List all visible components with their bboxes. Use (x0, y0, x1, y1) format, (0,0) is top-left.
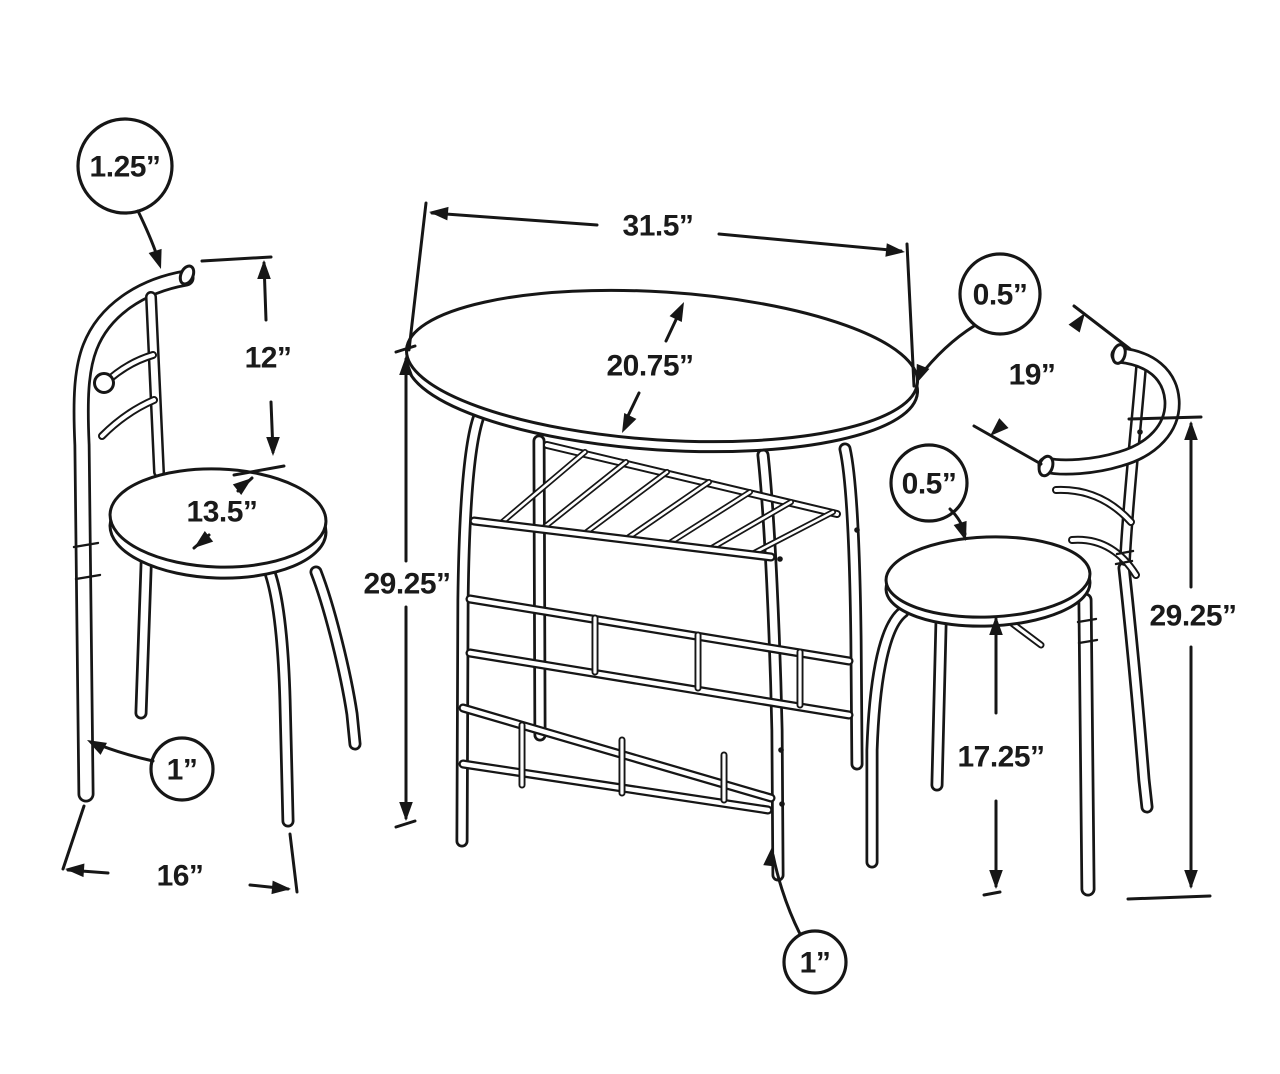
dim-table-leg-tube: 1” (763, 846, 848, 995)
table-bottom-rack (463, 708, 771, 810)
label-seat-diameter: 13.5” (187, 496, 258, 529)
callout-bubble (889, 443, 969, 523)
label-leg-tube-diameter: 1” (167, 754, 198, 787)
leader-line (771, 853, 802, 936)
label-seat-height: 17.25” (957, 741, 1044, 774)
dim-left-chair-frame-tube: 1.25” (76, 117, 174, 272)
label-right-chair-height: 29.25” (1149, 600, 1236, 633)
backrest-tube-cap-top (1111, 343, 1127, 365)
callout-bubble (149, 736, 215, 802)
dim-left-chair-seat-diameter: 13.5” (187, 472, 258, 554)
dim-right-chair-back-width: 19” (972, 304, 1132, 466)
label-top-depth: 20.75” (606, 350, 693, 383)
dim-left-chair-base-width: 16” (61, 804, 299, 896)
left-chair-drawing (74, 264, 355, 821)
dim-table-top-length: 31.5” (407, 201, 916, 388)
callout-bubble (782, 929, 848, 995)
callout-bubble (958, 252, 1042, 336)
right-chair-drawing (872, 343, 1172, 889)
dim-right-chair-height: 29.25” (1126, 415, 1237, 901)
label-seat-thickness: 0.5” (902, 468, 957, 501)
backrest-knob (93, 372, 115, 394)
dim-left-chair-back-height: 12” (200, 255, 292, 477)
table-mid-rack (470, 599, 849, 715)
dim-right-chair-seat-thickness: 0.5” (889, 443, 973, 544)
dim-table-top-thickness: 0.5” (909, 252, 1042, 387)
label-base-width: 16” (157, 860, 204, 893)
label-table-height: 29.25” (363, 568, 450, 601)
label-table-leg-tube: 1” (800, 947, 831, 980)
dim-right-chair-seat-height: 17.25” (957, 616, 1045, 897)
label-top-thickness: 0.5” (973, 279, 1028, 312)
table-wine-shelf (474, 445, 837, 557)
dim-table-height: 29.25” (363, 344, 451, 829)
label-back-width: 19” (1009, 359, 1056, 392)
dim-table-top-depth: 20.75” (606, 299, 694, 436)
callout-bubble (76, 117, 174, 215)
backrest-tube-cap (178, 264, 196, 286)
label-back-height: 12” (245, 342, 292, 375)
right-chair-seat (884, 535, 1092, 619)
label-frame-tube-diameter: 1.25” (90, 151, 161, 184)
dim-left-chair-leg-tube: 1” (83, 733, 215, 802)
label-top-length: 31.5” (623, 210, 694, 243)
left-chair-seat (108, 467, 328, 569)
